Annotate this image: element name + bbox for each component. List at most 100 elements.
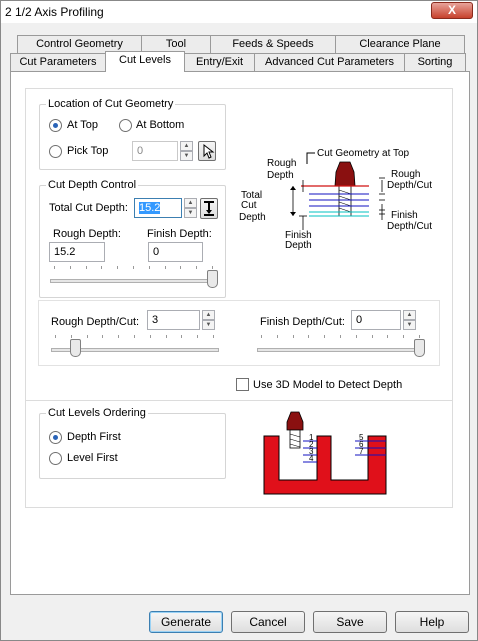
slider-tick: [164, 266, 166, 269]
rough-slider-thumb[interactable]: [69, 339, 81, 357]
diagram-rough-depth-1: Rough: [267, 158, 296, 169]
at-bottom-radio[interactable]: [119, 119, 132, 132]
help-button[interactable]: Help: [395, 611, 469, 633]
slider-tick: [148, 266, 150, 269]
depth-first-radio[interactable]: [49, 431, 62, 444]
slider-tick: [340, 335, 341, 338]
ordering-group: Cut Levels Ordering Depth First Level Fi…: [39, 407, 226, 479]
slider-tick: [118, 335, 120, 338]
depth-control-title: Cut Depth Control: [46, 179, 139, 191]
slider-tick: [133, 266, 134, 269]
window-title: 2 1/2 Axis Profiling: [5, 5, 104, 19]
slider-tick: [403, 335, 405, 338]
slider-tick: [101, 266, 103, 269]
diagram-title: Cut Geometry at Top: [317, 148, 410, 159]
slider-tick: [276, 335, 278, 338]
slider-tick: [387, 335, 389, 338]
use-3d-model-checkbox[interactable]: [236, 378, 249, 391]
cut-levels-panel: Location of Cut Geometry At Top At Botto…: [10, 71, 470, 595]
tab-sorting[interactable]: Sorting: [404, 53, 466, 71]
tab-entry-exit[interactable]: Entry/Exit: [184, 53, 255, 71]
diagram-finish-depth-cut-1: Finish: [391, 210, 418, 221]
tool-holder-icon: [334, 161, 356, 187]
diagram-finish-depth-2: Depth: [285, 240, 312, 251]
ordering-title: Cut Levels Ordering: [46, 407, 148, 419]
slider-thumb[interactable]: [207, 270, 218, 288]
slider-tick: [355, 335, 357, 338]
total-cut-depth-input[interactable]: 15.2: [134, 198, 182, 218]
rough-finish-slider[interactable]: [50, 266, 218, 290]
finish-depth-input[interactable]: 0: [148, 242, 203, 262]
finish-slider-thumb[interactable]: [414, 339, 425, 357]
location-group: Location of Cut Geometry At Top At Botto…: [39, 98, 226, 170]
slider-tick: [196, 266, 198, 269]
at-bottom-label: At Bottom: [136, 119, 185, 131]
order-num-5: 5: [359, 433, 364, 442]
at-top-radio[interactable]: [49, 119, 62, 132]
total-cut-depth-label: Total Cut Depth:: [49, 202, 128, 214]
diagram-total-2: Cut: [241, 200, 257, 211]
slider-tick: [213, 335, 214, 338]
slider-tick: [165, 335, 167, 338]
depth-first-label: Depth First: [67, 431, 121, 443]
depth-per-cut-section: Rough Depth/Cut: 3 ▲▼ Finish Depth/Cut: …: [38, 300, 440, 366]
order-num-7: 7: [359, 447, 364, 456]
tab-control-geometry[interactable]: Control Geometry: [17, 35, 142, 53]
depth-measure-icon: [204, 201, 214, 216]
cancel-button[interactable]: Cancel: [231, 611, 305, 633]
slider-tick: [149, 335, 151, 338]
slider-track: [50, 279, 218, 283]
slider-tick: [180, 266, 182, 269]
diagram-finish-depth-cut-2: Depth/Cut: [387, 221, 432, 232]
pick-top-button[interactable]: [198, 141, 216, 161]
total-cut-depth-spinner[interactable]: ▲▼: [184, 198, 197, 218]
pick-top-spinner[interactable]: ▲▼: [180, 141, 193, 161]
order-num-1: 1: [309, 433, 314, 442]
close-button[interactable]: X: [431, 2, 473, 19]
rough-depth-cut-slider[interactable]: [51, 335, 219, 359]
slider-tick: [292, 335, 294, 338]
slider-tick: [70, 335, 72, 338]
order-num-2: 2: [309, 440, 314, 449]
cursor-arrow-icon: [203, 143, 215, 159]
slider-tick: [324, 335, 326, 338]
rough-depth-input[interactable]: 15.2: [49, 242, 105, 262]
slider-tick: [55, 335, 56, 338]
tab-cut-levels[interactable]: Cut Levels: [105, 51, 185, 72]
finish-depth-cut-input[interactable]: 0: [351, 310, 401, 330]
slider-tick: [86, 335, 88, 338]
slider-tick: [54, 266, 55, 269]
pick-top-input[interactable]: 0: [132, 141, 178, 161]
save-button[interactable]: Save: [313, 611, 387, 633]
pick-top-radio[interactable]: [49, 145, 62, 158]
slider-tick: [371, 335, 373, 338]
measure-depth-button[interactable]: [200, 198, 218, 219]
slider-tick: [197, 335, 199, 338]
finish-depth-cut-spinner[interactable]: ▲▼: [403, 310, 416, 330]
cut-geometry-diagram: Cut Geometry at Top Rough Depth Total Cu…: [239, 148, 432, 251]
close-icon: X: [447, 3, 456, 17]
pick-top-label: Pick Top: [67, 145, 109, 157]
tab-advanced-cut-parameters[interactable]: Advanced Cut Parameters: [254, 53, 405, 71]
diagram-rough-depth-2: Depth: [267, 170, 294, 181]
tab-feeds-speeds[interactable]: Feeds & Speeds: [210, 35, 336, 53]
level-first-radio[interactable]: [49, 452, 62, 465]
at-top-label: At Top: [67, 119, 98, 131]
slider-tick: [102, 335, 104, 338]
finish-depth-cut-slider[interactable]: [257, 335, 425, 359]
tab-clearance-plane[interactable]: Clearance Plane: [335, 35, 465, 53]
generate-button[interactable]: Generate: [149, 611, 223, 633]
rough-depth-cut-spinner[interactable]: ▲▼: [202, 310, 215, 330]
depth-control-group: Cut Depth Control Total Cut Depth: 15.2 …: [39, 179, 226, 298]
slider-tick: [69, 266, 71, 269]
slider-tick: [85, 266, 87, 269]
rough-depth-cut-input[interactable]: 3: [147, 310, 200, 330]
rough-depth-label: Rough Depth:: [53, 228, 121, 240]
finish-depth-cut-label: Finish Depth/Cut:: [260, 316, 345, 328]
slider-ticks: [50, 266, 218, 270]
use-3d-model-label: Use 3D Model to Detect Depth: [253, 379, 403, 391]
slider-tick: [419, 335, 420, 338]
tab-cut-parameters[interactable]: Cut Parameters: [10, 53, 106, 71]
slider-tick: [212, 266, 213, 269]
